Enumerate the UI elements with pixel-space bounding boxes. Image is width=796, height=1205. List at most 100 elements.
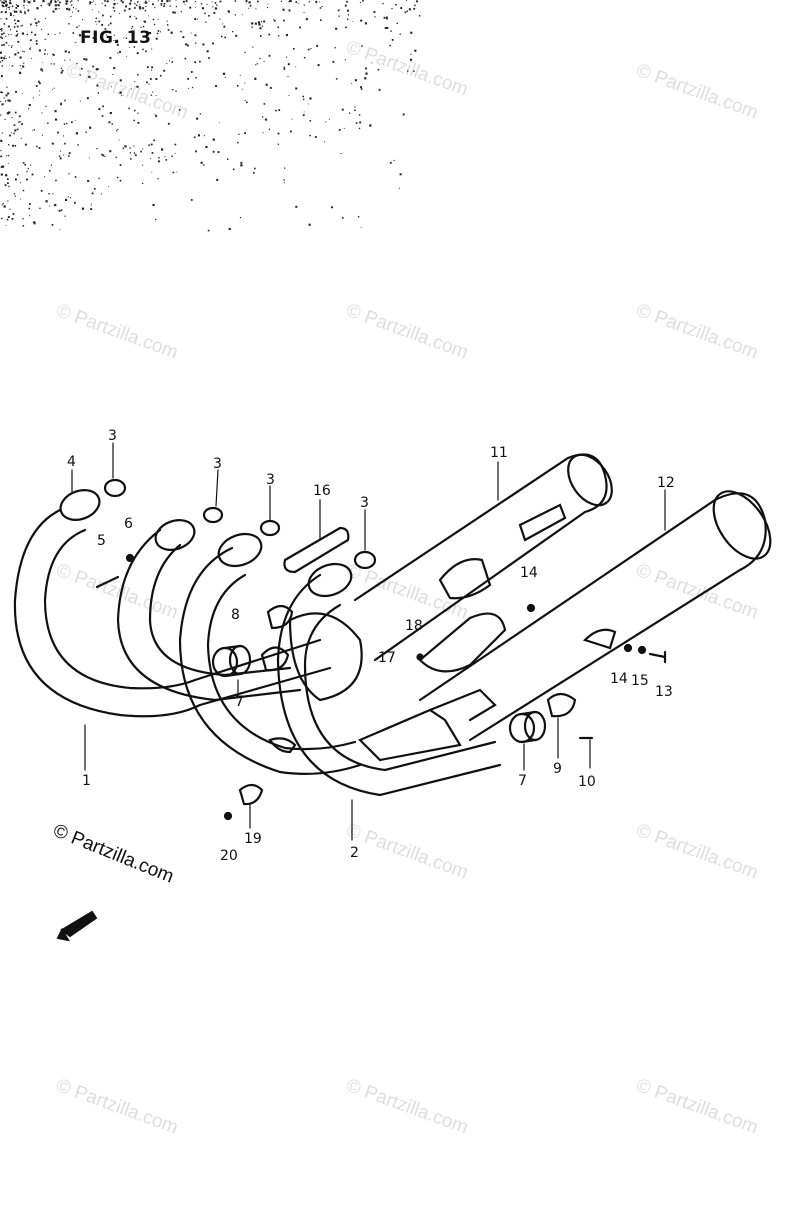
noise-dot — [60, 71, 63, 74]
noise-dot — [86, 97, 89, 100]
noise-dot — [1, 65, 3, 67]
noise-dot — [151, 171, 153, 173]
noise-dot — [15, 90, 17, 93]
clamp-8 — [266, 604, 294, 630]
noise-dot — [263, 103, 266, 105]
noise-dot — [119, 50, 121, 53]
noise-dot — [42, 61, 44, 63]
noise-dot — [344, 4, 347, 7]
noise-dot — [21, 32, 24, 35]
noise-dot — [224, 36, 226, 39]
noise-dot — [172, 11, 175, 14]
noise-dot — [119, 164, 122, 166]
noise-dot — [303, 4, 305, 6]
noise-dot — [201, 7, 204, 10]
noise-dot — [15, 4, 17, 6]
noise-dot — [22, 65, 25, 68]
callout-2: 2 — [350, 845, 359, 861]
noise-dot — [5, 42, 8, 44]
noise-dot — [0, 166, 3, 168]
noise-dot — [142, 164, 144, 166]
noise-dot — [358, 114, 361, 116]
noise-dot — [275, 110, 277, 112]
noise-dot — [93, 0, 95, 2]
noise-dot — [8, 6, 10, 9]
noise-dot — [13, 124, 16, 126]
noise-dot — [283, 68, 286, 70]
noise-dot — [35, 42, 38, 45]
noise-dot — [45, 105, 47, 107]
noise-dot — [6, 112, 9, 115]
noise-dot — [316, 44, 319, 47]
noise-dot — [150, 158, 152, 159]
noise-dot — [235, 34, 238, 37]
noise-dot — [64, 142, 66, 145]
noise-dot — [148, 144, 150, 146]
noise-dot — [389, 44, 391, 47]
noise-dot — [207, 229, 210, 232]
noise-dot — [29, 203, 31, 205]
noise-dot — [30, 23, 32, 26]
connector-pipe-7b — [508, 710, 547, 744]
noise-dot — [194, 61, 197, 64]
callout-7: 7 — [235, 694, 244, 710]
noise-dot — [29, 39, 32, 42]
noise-dot — [7, 200, 9, 202]
noise-dot — [137, 74, 139, 76]
noise-dot — [21, 123, 23, 125]
noise-dot — [167, 29, 170, 31]
hardware — [95, 553, 667, 821]
noise-dot — [54, 0, 57, 3]
noise-dot — [74, 176, 77, 178]
noise-dot — [19, 10, 22, 13]
noise-dot — [286, 56, 288, 58]
noise-dot — [7, 182, 9, 184]
noise-dot — [239, 74, 241, 76]
noise-dot — [152, 18, 155, 21]
noise-dot — [28, 104, 31, 107]
noise-dot — [5, 174, 8, 177]
noise-dot — [119, 179, 122, 182]
noise-dot — [293, 48, 295, 50]
noise-dot — [40, 190, 43, 192]
clamp-8b — [260, 646, 290, 672]
noise-dot — [234, 14, 236, 16]
noise-dot — [268, 128, 271, 130]
noise-dot — [360, 226, 362, 228]
noise-dot — [1, 91, 3, 94]
noise-dot — [44, 53, 46, 55]
noise-dot — [23, 1, 26, 3]
callout-11: 11 — [490, 445, 508, 461]
noise-dot — [33, 222, 36, 225]
noise-dot — [257, 0, 259, 3]
noise-dot — [72, 32, 75, 34]
noise-dot — [0, 52, 2, 54]
noise-dot — [104, 0, 106, 2]
watermark: © Partzilla.com — [343, 1075, 470, 1139]
callout-13: 13 — [655, 684, 673, 700]
noise-dot — [140, 26, 142, 28]
noise-dot — [347, 18, 349, 20]
noise-dot — [47, 33, 49, 35]
noise-dot — [31, 31, 33, 34]
noise-dot — [1, 60, 4, 62]
noise-dot — [75, 132, 78, 135]
noise-dot — [142, 148, 144, 150]
noise-dot — [91, 192, 94, 195]
noise-dot — [60, 103, 62, 106]
noise-dot — [137, 1, 139, 3]
noise-dot — [362, 0, 364, 2]
noise-dot — [148, 0, 150, 2]
noise-dot — [96, 148, 98, 150]
noise-dot — [418, 15, 421, 17]
noise-dot — [9, 29, 12, 31]
callout-numbers: 1 2 3 3 3 3 4 5 6 7 7 8 9 10 11 12 13 14… — [67, 428, 675, 864]
noise-dot — [404, 11, 407, 14]
noise-dot — [17, 51, 20, 54]
noise-dot — [22, 218, 24, 220]
noise-dot — [72, 7, 74, 9]
noise-dot — [37, 20, 40, 23]
noise-dot — [116, 43, 119, 46]
noise-dot — [27, 9, 30, 12]
noise-dot — [0, 173, 3, 176]
